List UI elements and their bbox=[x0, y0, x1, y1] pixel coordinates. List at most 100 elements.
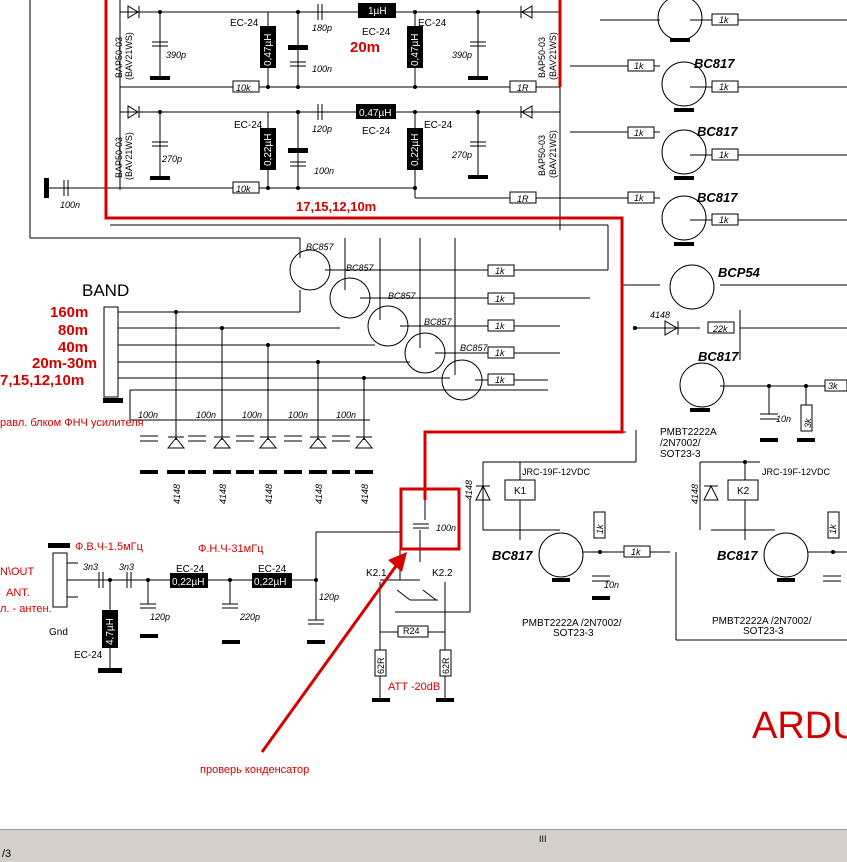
diode-bap: BAP50-03 bbox=[114, 137, 124, 178]
cap-270p: 270p bbox=[451, 150, 472, 160]
ind-47: 4,7µH bbox=[105, 618, 116, 645]
input-filter-section bbox=[48, 431, 626, 702]
ind-047: 0,47µH bbox=[410, 34, 421, 66]
check-capacitor-note: проверь конденсатор bbox=[200, 764, 309, 776]
diode-bav: (BAV21WS) bbox=[124, 32, 134, 80]
label-20m: 20m bbox=[350, 39, 380, 56]
res-10k: 10k bbox=[236, 83, 251, 93]
diode-bap: BAP50-03 bbox=[537, 37, 547, 78]
q-bc817: BC817 bbox=[492, 548, 533, 563]
diode-4148: 4148 bbox=[464, 480, 474, 500]
diode-4148: 4148 bbox=[360, 484, 370, 504]
ec24-label: EC-24 bbox=[424, 120, 453, 131]
cap-10n: 10n bbox=[776, 414, 791, 424]
relay-k22: K2.2 bbox=[432, 568, 453, 579]
scroll-grip[interactable]: III bbox=[539, 834, 547, 844]
schematic-diagram: 20m 17,15,12,10m EC-24 EC-24 EC-24 180p … bbox=[0, 0, 847, 776]
diode-bap: BAP50-03 bbox=[537, 135, 547, 176]
right-transistor-bank bbox=[570, 0, 847, 246]
ind-022h: 0,22µH bbox=[254, 577, 286, 588]
res-1k: 1k bbox=[634, 61, 644, 71]
res-1k: 1k bbox=[719, 215, 729, 225]
cap-100n-check: 100n bbox=[436, 523, 456, 533]
cap-100n: 100n bbox=[336, 410, 356, 420]
q-bc817: BC817 bbox=[717, 548, 758, 563]
ind-1uh: 1µH bbox=[368, 6, 387, 17]
relay-k21: K2.1 bbox=[366, 568, 387, 579]
lpf-label: Ф.Н.Ч-31мГц bbox=[198, 543, 264, 555]
res-1k: 1k bbox=[495, 294, 505, 304]
diode-bav: (BAV21WS) bbox=[548, 32, 558, 80]
q-bc857: BC857 bbox=[460, 343, 489, 353]
ant-note: л. - антен. bbox=[0, 603, 52, 615]
diode-bap: BAP50-03 bbox=[114, 37, 124, 78]
res-22k: 22k bbox=[712, 324, 728, 334]
cap-120p: 120p bbox=[150, 612, 170, 622]
res-1k: 1k bbox=[634, 193, 644, 203]
band-switch-section bbox=[29, 0, 609, 474]
q-bc857: BC857 bbox=[388, 291, 417, 301]
q-bcp54: BCP54 bbox=[718, 265, 761, 280]
component-labels: 20m 17,15,12,10m EC-24 EC-24 EC-24 180p … bbox=[0, 6, 847, 776]
cap-100n: 100n bbox=[314, 166, 334, 176]
res-r24: R24 bbox=[403, 626, 420, 636]
ec24-label: EC-24 bbox=[362, 27, 391, 38]
res-1k: 1k bbox=[631, 547, 641, 557]
q-bc817: BC817 bbox=[694, 56, 735, 71]
filter-20m-section bbox=[119, 0, 561, 230]
ind-022: 0,22µH bbox=[263, 134, 274, 166]
res-1k: 1k bbox=[495, 375, 505, 385]
cap-100n: 100n bbox=[288, 410, 308, 420]
lpf-control-note: равл. блком ФНЧ усилителя bbox=[0, 417, 144, 429]
ind-022h: 0,22µH bbox=[172, 577, 204, 588]
q-bc817: BC817 bbox=[698, 349, 739, 364]
cap-100n: 100n bbox=[312, 64, 332, 74]
res-62r: 62R bbox=[441, 657, 451, 674]
res-1k: 1k bbox=[495, 348, 505, 358]
ec24-label: EC-24 bbox=[230, 18, 259, 29]
res-1k: 1k bbox=[719, 82, 729, 92]
res-1k: 1k bbox=[719, 15, 729, 25]
diode-4148: 4148 bbox=[650, 310, 670, 320]
band-40m: 40m bbox=[58, 339, 88, 356]
q-bc857: BC857 bbox=[306, 242, 335, 252]
res-1k: 1k bbox=[828, 524, 838, 534]
q-bc857: BC857 bbox=[346, 263, 375, 273]
res-1r: 1R bbox=[517, 194, 529, 204]
res-1k: 1k bbox=[495, 266, 505, 276]
status-bar: III /3 bbox=[0, 829, 847, 862]
ec24-label: EC-24 bbox=[74, 650, 103, 661]
cap-390p: 390p bbox=[166, 50, 186, 60]
ec24-label: EC-24 bbox=[234, 120, 263, 131]
ec24-label: EC-24 bbox=[418, 18, 447, 29]
diode-4148: 4148 bbox=[264, 484, 274, 504]
res-1k: 1k bbox=[495, 321, 505, 331]
q-2n7002: /2N7002/ bbox=[660, 438, 701, 449]
q-bc817: BC817 bbox=[697, 124, 738, 139]
band-17-10m: 7,15,12,10m bbox=[0, 372, 84, 389]
cap-100n: 100n bbox=[138, 410, 158, 420]
cap-120p: 120p bbox=[312, 124, 332, 134]
ec24-label: EC-24 bbox=[258, 564, 287, 575]
cap-390p: 390p bbox=[452, 50, 472, 60]
red-annotation-path bbox=[104, 0, 624, 753]
cap-100n: 100n bbox=[242, 410, 262, 420]
relay-k1: K1 bbox=[514, 486, 527, 497]
in-out-label: N\OUT bbox=[0, 566, 35, 578]
res-10k: 10k bbox=[236, 184, 251, 194]
ind-022: 0,22µH bbox=[410, 134, 421, 166]
ardu-label: ARDU bbox=[752, 705, 847, 747]
res-3k: 3k bbox=[828, 381, 838, 391]
diode-4148: 4148 bbox=[218, 484, 228, 504]
diode-4148: 4148 bbox=[690, 484, 700, 504]
diode-bav: (BAV21WS) bbox=[124, 132, 134, 180]
q-bc857: BC857 bbox=[424, 317, 453, 327]
res-1r: 1R bbox=[517, 83, 529, 93]
diode-4148: 4148 bbox=[314, 484, 324, 504]
band-title: BAND bbox=[82, 281, 129, 300]
res-1k: 1k bbox=[634, 128, 644, 138]
q-sot: SOT23-3 bbox=[743, 626, 784, 637]
q-pmbt-line: PMBT2222A /2N7002/ bbox=[712, 616, 812, 627]
relay-k2: K2 bbox=[737, 486, 750, 497]
cap-10n: 10n bbox=[604, 580, 619, 590]
